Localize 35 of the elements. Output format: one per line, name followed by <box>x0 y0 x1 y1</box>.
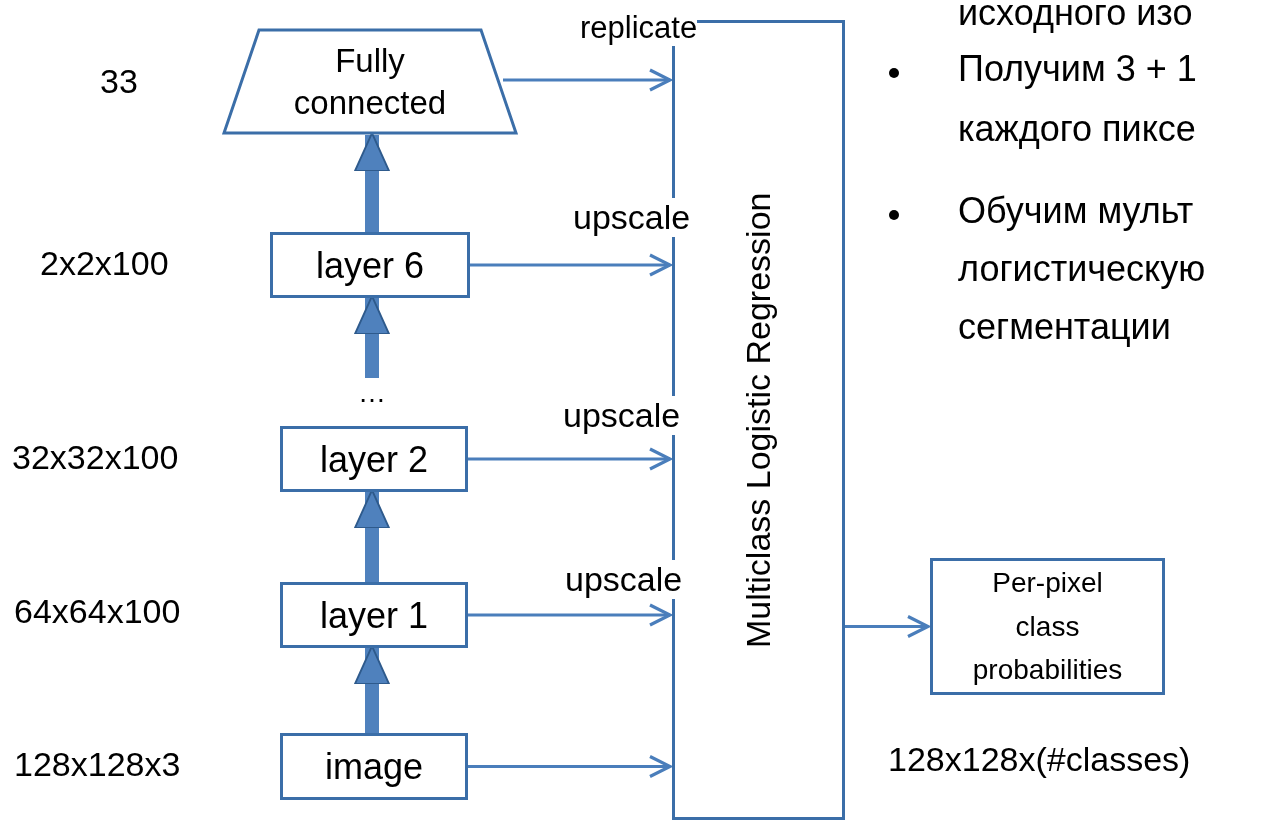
edge-label: upscale <box>573 198 691 237</box>
node-text: layer 6 <box>315 243 425 288</box>
node-text: layer 2 <box>319 437 429 482</box>
arrow <box>503 68 672 92</box>
arrow <box>470 253 672 277</box>
node-text: layer 1 <box>319 593 429 638</box>
node-text: Fully connected <box>292 41 448 123</box>
process-box <box>280 426 468 492</box>
process-box <box>270 232 470 298</box>
dimension-label: 33 <box>100 62 138 101</box>
bullet-text: логистическую <box>958 248 1206 290</box>
edge-label: upscale <box>565 560 683 599</box>
arrow <box>845 614 930 639</box>
dimension-label: 128x128x(#classes) <box>888 740 1191 779</box>
bullet-text: Получим 3 + 1 <box>958 48 1197 90</box>
process-box <box>280 582 468 648</box>
node-text: Per-pixel class probabilities <box>971 566 1124 688</box>
arrow <box>468 447 672 471</box>
bullet-text: каждого пиксе <box>958 108 1196 150</box>
arrow <box>468 754 672 779</box>
dimension-label: 32x32x100 <box>12 438 179 477</box>
bullet-text: исходного изо <box>958 0 1193 34</box>
dimension-label: 2x2x100 <box>40 244 169 283</box>
bullet-text: сегментации <box>958 306 1171 348</box>
node-text: Multiclass Logistic Regression <box>738 192 779 648</box>
process-box <box>280 733 468 800</box>
node-text: image <box>324 745 424 789</box>
fully-connected-trapezoid <box>222 28 518 135</box>
edge-label: upscale <box>563 396 681 435</box>
dimension-label: 64x64x100 <box>14 592 181 631</box>
ellipsis-text: … <box>345 378 399 408</box>
arrow <box>468 603 672 627</box>
process-box <box>930 558 1165 695</box>
bullet-text: Обучим мульт <box>958 190 1194 232</box>
dimension-label: 128x128x3 <box>14 745 181 784</box>
